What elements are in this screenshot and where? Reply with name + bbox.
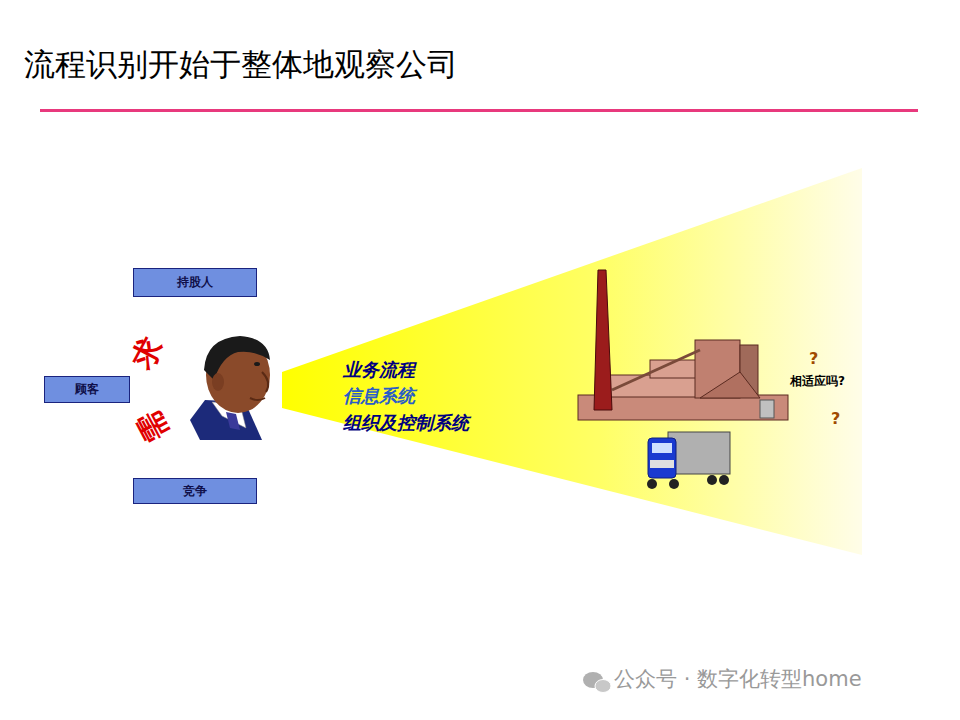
beam-text: 业务流程	[343, 360, 415, 380]
demand-glyph: 求	[125, 332, 168, 374]
box-label: 竞争	[183, 483, 207, 500]
question-mark: ?	[831, 410, 840, 428]
view-beam	[282, 168, 862, 555]
beam-text: 组织及控制系统	[343, 413, 469, 433]
question-mark: ?	[809, 350, 818, 368]
box-label: 顾客	[75, 381, 99, 398]
title-rule	[40, 109, 918, 112]
watermark: 公众号 · 数字化转型home	[614, 668, 862, 691]
truck	[647, 432, 730, 489]
wechat-icon	[583, 672, 611, 693]
stakeholder-box: 顾客	[44, 376, 130, 403]
beam-text: 信息系统	[343, 386, 415, 406]
stakeholder-box: 竞争	[133, 478, 257, 504]
demand-glyph: 需	[131, 406, 174, 448]
fit-question: 相适应吗?	[790, 375, 845, 388]
page-title: 流程识别开始于整体地观察公司	[24, 44, 458, 86]
stakeholder-box: 持股人	[133, 268, 257, 297]
head-figure	[190, 336, 270, 440]
factory	[578, 270, 788, 420]
box-label: 持股人	[177, 274, 213, 291]
